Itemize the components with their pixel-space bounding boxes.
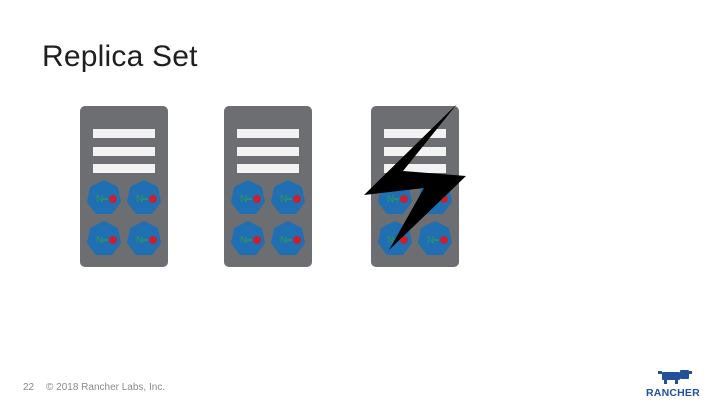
- pod-dot: [293, 195, 301, 203]
- pod-letter: N: [280, 194, 287, 205]
- pod-icon: N: [231, 180, 265, 214]
- pod-dot: [253, 236, 261, 244]
- pod-dot: [149, 236, 157, 244]
- pod-letter: N: [387, 194, 394, 205]
- lightning-bolt-icon: [364, 104, 466, 250]
- pod-letter: N: [136, 194, 143, 205]
- pod-letter: N: [280, 235, 287, 246]
- server-slot: [237, 164, 299, 173]
- pod-icon: N: [87, 221, 121, 255]
- copyright-text: © 2018 Rancher Labs, Inc.: [46, 382, 166, 393]
- pod-icon: N: [87, 180, 121, 214]
- pod-icon: N: [127, 180, 161, 214]
- server-slot: [384, 164, 446, 173]
- pod-dot: [149, 195, 157, 203]
- page-number: 22: [23, 382, 35, 393]
- server-slot: [93, 164, 155, 173]
- server-slot: [93, 147, 155, 156]
- pod-icon: N: [271, 221, 305, 255]
- pod-letter: N: [136, 235, 143, 246]
- pod-letter: N: [96, 194, 103, 205]
- pod-letter: N: [240, 194, 247, 205]
- pod-letter: N: [240, 235, 247, 246]
- pod-dot: [400, 236, 408, 244]
- pod-letter: N: [427, 235, 434, 246]
- slide-title: Replica Set: [42, 40, 198, 73]
- rancher-logo-icon: [658, 370, 692, 384]
- pod-dot: [109, 195, 117, 203]
- pod-dot: [440, 236, 448, 244]
- server-slot: [93, 129, 155, 138]
- pod-icon: N: [127, 221, 161, 255]
- server-slot: [384, 129, 446, 138]
- server-node: N N N N: [224, 106, 312, 267]
- pod-icon: N: [271, 180, 305, 214]
- rancher-logo-text: RANCHER: [646, 387, 700, 399]
- server-slot: [237, 147, 299, 156]
- pod-letter: N: [387, 235, 394, 246]
- pod-dot: [400, 195, 408, 203]
- pod-dot: [109, 236, 117, 244]
- pod-icon: N: [418, 221, 452, 255]
- pod-dot: [293, 236, 301, 244]
- pod-dot: [253, 195, 261, 203]
- server-node: N N N N: [80, 106, 168, 267]
- pod-letter: N: [96, 235, 103, 246]
- pod-icon: N: [231, 221, 265, 255]
- server-slot: [237, 129, 299, 138]
